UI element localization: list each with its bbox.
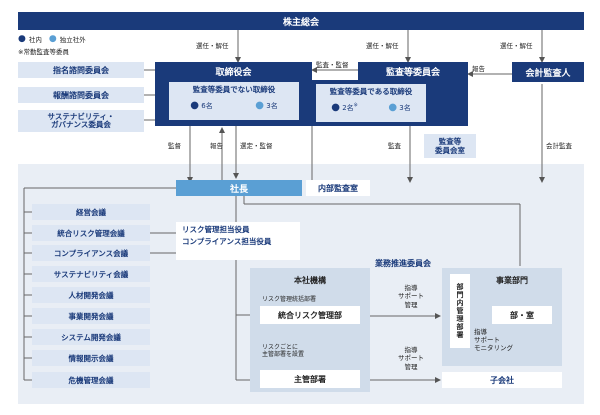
appoint-label-left: 選任・解任 <box>196 42 229 50</box>
guide2-c: 管理 <box>404 362 418 371</box>
hr-development-meeting: 人材開発会議 <box>32 287 150 303</box>
internal-person-icon: ● <box>190 100 200 111</box>
external-person-icon: ● <box>388 102 398 113</box>
legend-internal: 社内 <box>28 36 42 44</box>
accounting-audit-label: 会計監査 <box>546 142 572 150</box>
internal-person-icon: ● <box>18 34 26 44</box>
nomination-committee: 指名諮問委員会 <box>18 62 144 78</box>
risk-dept-label: リスク管理統括部署 <box>262 296 317 303</box>
internal-person-icon: ● <box>331 102 340 113</box>
audit-committee-title: 監査等委員会 <box>385 67 440 78</box>
legend-note: ※常勤監査等委員 <box>18 48 69 56</box>
board-of-directors: 取締役会 監査等委員でない取締役 ● 6名 ● 3名 <box>155 62 312 126</box>
compliance-officer: コンプライアンス担当役員 <box>182 237 272 246</box>
compliance-meeting: コンプライアンス会議 <box>32 245 150 261</box>
guide1-b: サポート <box>398 292 424 301</box>
audit-label: 監査 <box>388 142 401 150</box>
guide2-a: 指導 <box>404 346 418 354</box>
guide-label-3: 指導 サポート モニタリング <box>474 328 513 352</box>
per-risk-label: リスクごとに 主管部署を設置 <box>262 344 305 359</box>
non-audit-directors-box: 監査等委員でない取締役 ● 6名 ● 3名 <box>169 82 299 120</box>
guide3-b: サポート <box>474 336 500 345</box>
audit-directors-box: 監査等委員である取締役 ● 2名※ ● 3名 <box>316 84 426 122</box>
internal-mgmt-dept: 部門内管理部署 <box>450 274 470 348</box>
audit-external-count: 3名 <box>399 104 411 112</box>
note-mark: ※ <box>353 102 358 109</box>
report-top-label: 報告 <box>472 65 485 73</box>
audit-supervise-label: 監査・監督 <box>316 61 349 69</box>
select-supervise-label: 選定・監督 <box>240 142 273 150</box>
appoint-label-right: 選任・解任 <box>500 42 533 50</box>
guide1-c: 管理 <box>404 300 418 309</box>
board-title: 取締役会 <box>215 67 252 78</box>
audit-internal-count: 2名 <box>342 104 354 112</box>
business-development-meeting: 事業開発会議 <box>32 308 150 324</box>
compensation-committee: 報酬諮問委員会 <box>18 87 144 103</box>
main-department: 主管部署 <box>260 370 360 388</box>
audit-committee-office: 監査等 委員会室 <box>424 134 476 158</box>
department-office: 部・室 <box>492 306 552 324</box>
board-internal-count: 6名 <box>201 102 213 110</box>
system-development-meeting: システム開発会議 <box>32 329 150 345</box>
officers-box: リスク管理担当役員 コンプライアンス担当役員 <box>176 222 300 260</box>
external-person-icon: ● <box>48 34 57 44</box>
internal-audit-office: 内部監査室 <box>306 180 370 196</box>
crisis-management-meeting: 危機管理会議 <box>32 372 150 388</box>
guide-label-1: 指導 サポート 管理 <box>386 284 436 309</box>
headquarters-panel: 本社機構 リスク管理統括部署 統合リスク管理部 リスクごとに 主管部署を設置 主… <box>250 268 370 392</box>
business-division-panel: 事業部門 部門内管理部署 部・室 指導 サポート モニタリング <box>442 268 562 366</box>
sustainability-governance-committee: サステナビリティ・ ガバナンス委員会 <box>18 110 144 132</box>
shareholders-meeting: 株主総会 <box>18 12 584 30</box>
supervise-label: 監督 <box>168 142 181 150</box>
accounting-auditor: 会計監査人 <box>512 62 584 82</box>
guide3-a: 指導 <box>474 328 487 336</box>
sustainability-meeting: サステナビリティ会議 <box>32 266 150 282</box>
president: 社長 <box>176 180 302 196</box>
hq-title: 本社機構 <box>294 275 326 285</box>
business-title: 事業部門 <box>496 275 528 285</box>
guide3-c: モニタリング <box>474 344 513 353</box>
audit-committee-body: 監査等委員である取締役 ● 2名※ ● 3名 <box>312 80 468 126</box>
guide-label-2: 指導 サポート 管理 <box>386 346 436 371</box>
integrated-risk-dept: 統合リスク管理部 <box>260 306 360 324</box>
external-person-icon: ● <box>255 100 265 111</box>
board-external-count: 3名 <box>266 102 278 110</box>
report-mid-label: 報告 <box>210 142 223 150</box>
business-promotion-committee: 業務推進委員会 <box>375 259 431 268</box>
appoint-label-mid: 選任・解任 <box>366 42 399 50</box>
legend-external: 独立社外 <box>59 36 86 44</box>
audit-committee: 監査等委員会 <box>358 62 468 80</box>
audit-directors-title: 監査等委員である取締役 <box>329 86 413 96</box>
guide1-a: 指導 <box>404 284 418 292</box>
integrated-risk-meeting: 統合リスク管理会議 <box>32 225 150 241</box>
disclosure-meeting: 情報開示会議 <box>32 350 150 366</box>
management-meeting: 経営会議 <box>32 204 150 220</box>
legend: ● 社内 ● 独立社外 <box>18 34 86 44</box>
risk-officer: リスク管理担当役員 <box>182 225 250 234</box>
subsidiary: 子会社 <box>442 372 562 388</box>
guide2-b: サポート <box>398 354 424 363</box>
non-audit-directors-title: 監査等委員でない取締役 <box>192 84 276 94</box>
